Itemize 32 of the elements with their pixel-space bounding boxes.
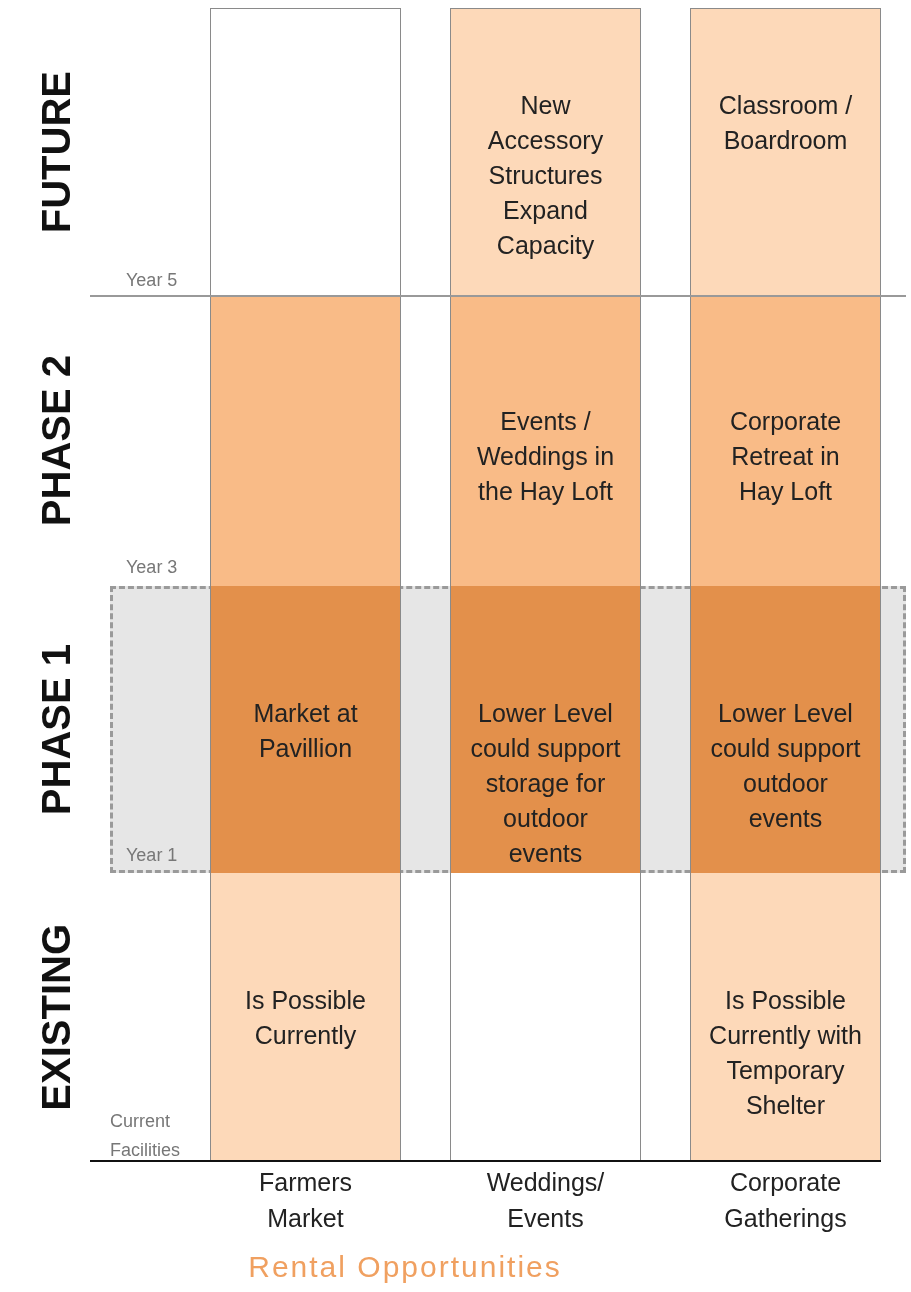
year-label: Year 3 xyxy=(126,557,178,578)
year-label: Current Facilities xyxy=(110,1110,181,1162)
phase-band xyxy=(110,586,906,873)
phase-cell xyxy=(690,586,881,873)
column-label: Corporate Gatherings xyxy=(723,1167,848,1234)
column-label: Farmers Market xyxy=(257,1167,354,1234)
cell-text: Corporate Retreat in Hay Loft xyxy=(728,406,843,507)
phase-cell xyxy=(210,586,401,873)
cell-text: Lower Level could support outdoor events xyxy=(709,698,862,834)
phase-cell xyxy=(690,296,881,586)
cell-text: Market at Pavillion xyxy=(252,698,359,764)
row-label: PHASE 2 xyxy=(34,355,79,527)
column-label: Weddings/ Events xyxy=(485,1167,606,1234)
phase-cell xyxy=(690,8,881,296)
phase-cell xyxy=(210,873,401,1161)
row-label: FUTURE xyxy=(34,70,79,234)
phase-cell xyxy=(450,296,641,586)
axis-caption: Rental Opportunities xyxy=(247,1250,563,1284)
cell-text: New Accessory Structures Expand Capacity xyxy=(486,90,605,261)
cell-text: Classroom / Boardroom xyxy=(717,90,854,156)
phase-cell xyxy=(690,873,881,1161)
cell-text: Is Possible Currently xyxy=(244,985,367,1051)
row-label: PHASE 1 xyxy=(34,643,79,816)
row-label: EXISTING xyxy=(34,923,79,1111)
cell-text: Events / Weddings in the Hay Loft xyxy=(475,406,616,507)
phase-cell xyxy=(450,586,641,873)
phase-cell xyxy=(450,8,641,296)
cell-text: Lower Level could support storage for outdoor events xyxy=(469,698,622,869)
year-label: Year 5 xyxy=(126,270,178,291)
phase-cell xyxy=(210,296,401,586)
year-label: Year 1 xyxy=(126,845,178,866)
cell-text: Is Possible Currently with Temporary Shelter xyxy=(708,985,863,1121)
